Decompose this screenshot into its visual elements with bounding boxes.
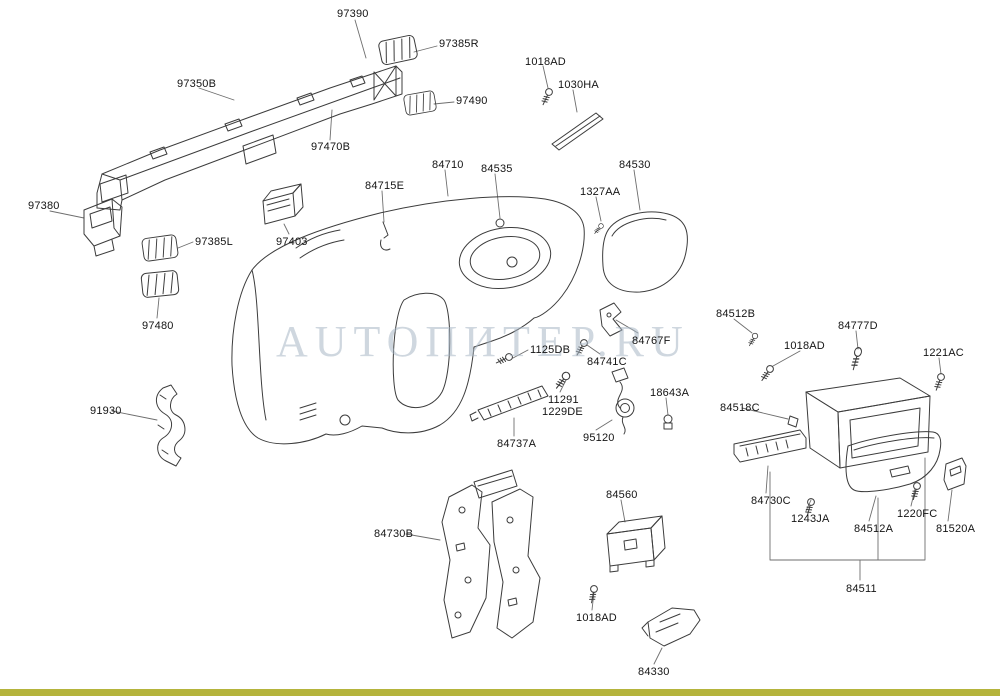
part-label-11291: 11291 <box>548 394 579 406</box>
part-label-97390: 97390 <box>337 8 369 20</box>
watermark-text: AUTOПИТЕР.RU <box>276 317 690 366</box>
part-label-84330: 84330 <box>638 666 670 678</box>
leader-lines <box>49 19 953 665</box>
part-label-1229DE: 1229DE <box>542 406 583 418</box>
part-97385R-vent <box>377 34 419 66</box>
part-label-1243JA: 1243JA <box>791 513 830 525</box>
part-84560 <box>606 515 666 573</box>
part-18643A <box>663 414 673 430</box>
part-label-1018AD-right: 1018AD <box>784 340 825 352</box>
part-91930 <box>156 384 186 467</box>
part-84330 <box>641 607 701 647</box>
clip-1327AA <box>592 222 605 236</box>
part-81520A <box>943 457 967 491</box>
part-label-97385R: 97385R <box>439 38 479 50</box>
part-label-1018AD-bottom: 1018AD <box>576 612 617 624</box>
part-label-84518C: 84518C <box>720 402 760 414</box>
part-97490-vent <box>402 89 438 117</box>
part-97380 <box>83 198 123 257</box>
part-84730B-reinforcement <box>441 469 541 639</box>
screw-1018AD-top <box>539 86 555 107</box>
part-label-84511: 84511 <box>846 583 877 595</box>
part-crash-pad-84710 <box>231 196 585 445</box>
part-84511-glovebox-housing <box>805 377 931 469</box>
part-label-84710: 84710 <box>432 159 464 171</box>
part-label-84737A: 84737A <box>497 438 537 450</box>
part-label-1220FC: 1220FC <box>897 508 938 520</box>
part-84767F <box>599 302 623 337</box>
part-label-81520A: 81520A <box>936 523 976 535</box>
part-label-84530: 84530 <box>619 159 651 171</box>
footer-accent-bar <box>0 689 1000 696</box>
part-95120-wiring <box>611 367 635 435</box>
part-label-84741C: 84741C <box>587 356 627 368</box>
part-label-97385L: 97385L <box>195 236 233 248</box>
part-label-97490: 97490 <box>456 95 488 107</box>
part-label-97480: 97480 <box>142 320 174 332</box>
part-84730C <box>733 429 807 463</box>
part-label-97470B: 97470B <box>311 141 351 153</box>
part-label-84535: 84535 <box>481 163 513 175</box>
part-label-1018AD-top: 1018AD <box>525 56 566 68</box>
part-97385L-vent <box>141 233 179 263</box>
part-84518C-clip <box>787 415 799 428</box>
part-label-1327AA: 1327AA <box>580 186 621 198</box>
part-97403 <box>262 183 304 225</box>
part-label-1125DB: 1125DB <box>530 344 571 356</box>
part-label-84777D: 84777D <box>838 320 878 332</box>
part-label-1030HA: 1030HA <box>558 79 599 91</box>
part-label-84730B: 84730B <box>374 528 414 540</box>
part-84512A-glovebox-door <box>845 431 942 493</box>
part-label-18643A: 18643A <box>650 387 690 399</box>
screw-1220FC <box>909 481 922 501</box>
clip-84512B <box>746 331 760 348</box>
part-label-1221AC: 1221AC <box>923 347 964 359</box>
screw-84777D <box>849 346 864 372</box>
defroster-duct-assembly <box>96 65 403 211</box>
part-1030HA <box>551 112 604 151</box>
part-label-97380: 97380 <box>28 200 60 212</box>
screw-1221AC <box>932 372 946 392</box>
part-84530-glovebox-lid <box>602 211 688 293</box>
part-97480-vent <box>140 269 180 299</box>
part-84737A <box>469 385 549 422</box>
screw-1018AD-right <box>758 363 776 383</box>
part-label-97403: 97403 <box>276 236 308 248</box>
part-label-84512A: 84512A <box>854 523 894 535</box>
part-label-91930: 91930 <box>90 405 122 417</box>
part-label-95120: 95120 <box>583 432 615 444</box>
part-label-84512B: 84512B <box>716 308 756 320</box>
part-label-97350B: 97350B <box>177 78 217 90</box>
part-label-84560: 84560 <box>606 489 638 501</box>
part-label-84730C: 84730C <box>751 495 791 507</box>
part-label-84715E: 84715E <box>365 180 405 192</box>
part-label-84767F: 84767F <box>632 335 671 347</box>
